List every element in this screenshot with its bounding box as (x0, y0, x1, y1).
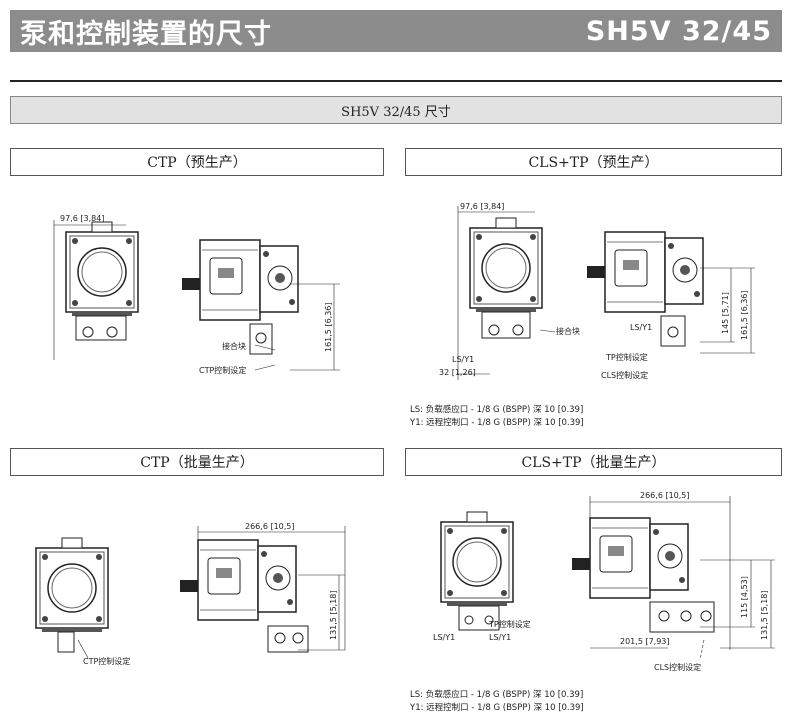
ctp-pre-front-view (65, 221, 139, 341)
label-ls-y1: LS/Y1 (452, 355, 475, 364)
dim-131: 131,5 [5,18] (760, 590, 769, 641)
dim-height: 131,5 [5,18] (329, 590, 338, 641)
label-ctp-setting: CTP控制设定 (199, 366, 247, 375)
panel-title-ctp-batch: CTP（批量生产） (10, 448, 384, 476)
note-ls-port: LS: 负载感应口 - 1/8 G (BSPP) 深 10 [0.39] (410, 405, 584, 415)
note-y1-port: Y1: 远程控制口 - 1/8 G (BSPP) 深 10 [0.39] (410, 703, 584, 713)
label-ls-y1: LS/Y1 (433, 633, 456, 642)
label-cls-setting: CLS控制设定 (601, 371, 649, 380)
panel-title-cls-pre: CLS+TP（预生产） (405, 148, 782, 176)
ctp-pre-side-view (182, 239, 299, 355)
panel-title-ctp-pre: CTP（预生产） (10, 148, 384, 176)
label-tp-setting: TP控制设定 (606, 353, 648, 362)
label-cls-setting: CLS控制设定 (654, 663, 702, 672)
header-model: SH5V 32/45 (585, 15, 772, 47)
cls-pre-side-view (587, 231, 704, 347)
section-subheader: SH5V 32/45 尺寸 (10, 96, 782, 124)
cls-batch-front-view (440, 511, 514, 631)
header-title: 泵和控制装置的尺寸 (20, 18, 272, 50)
header-rule (10, 80, 782, 82)
dim-201: 201,5 [7,93] (620, 637, 670, 646)
label-tp-setting: TP控制设定 (489, 620, 531, 629)
label-connector: 接合块 (222, 342, 246, 351)
label-ls-y1: LS/Y1 (489, 633, 512, 642)
cls-batch-side-view (572, 517, 715, 633)
page-header: 泵和控制装置的尺寸 SH5V 32/45 (10, 10, 782, 52)
ctp-batch-side-view (180, 539, 309, 653)
dim-width: 97,6 [3,84] (60, 214, 105, 223)
dim-height: 161,5 [6,36] (324, 302, 333, 353)
note-ls-port: LS: 负载感应口 - 1/8 G (BSPP) 深 10 [0.39] (410, 690, 584, 700)
label-connector: 接合块 (556, 327, 580, 336)
note-y1-port: Y1: 远程控制口 - 1/8 G (BSPP) 深 10 [0.39] (410, 418, 584, 428)
dim-161: 161,5 [6,36] (740, 290, 749, 341)
ctp-batch-front-view (35, 537, 109, 653)
label-ls-y1: LS/Y1 (630, 323, 653, 332)
dim-length: 266,6 [10,5] (245, 522, 295, 531)
dim-145: 145 [5,71] (721, 292, 730, 334)
cls-pre-front-view (469, 217, 543, 339)
label-ctp-setting: CTP控制设定 (83, 657, 131, 666)
dim-width: 97,6 [3,84] (460, 202, 505, 211)
dim-115: 115 [4,53] (740, 576, 749, 618)
dim-32: 32 [1,26] (439, 368, 476, 377)
panel-title-cls-batch: CLS+TP（批量生产） (405, 448, 782, 476)
dim-length: 266,6 [10,5] (640, 491, 690, 500)
